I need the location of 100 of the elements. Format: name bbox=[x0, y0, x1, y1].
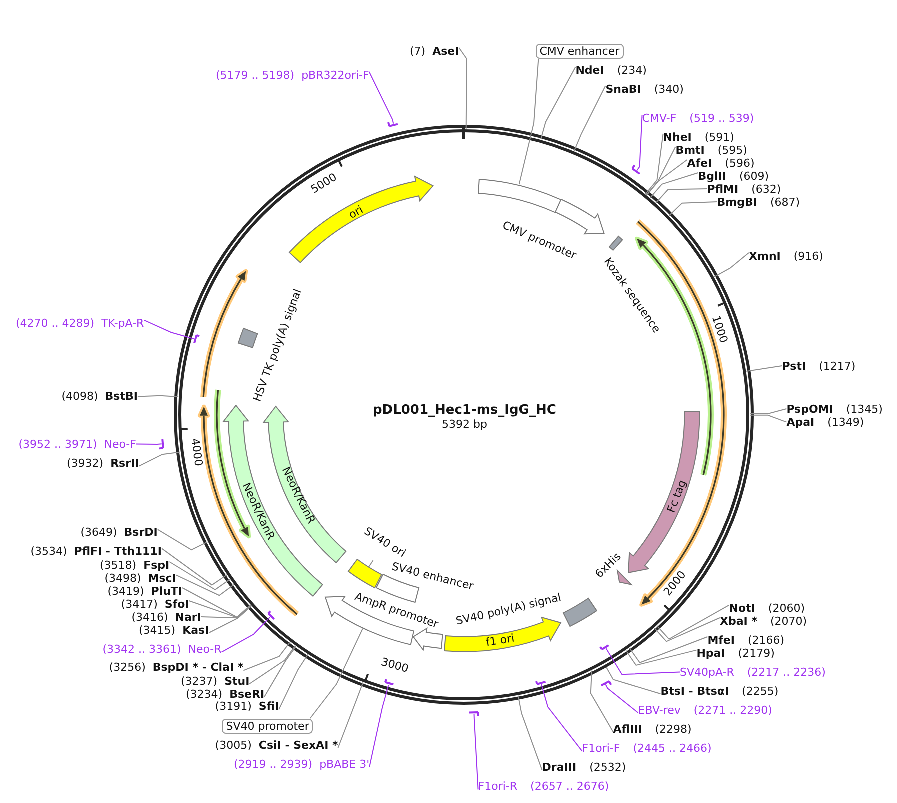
leader-line bbox=[750, 408, 788, 414]
enzyme-name: MscI bbox=[148, 572, 176, 585]
cut-position: (7) bbox=[410, 44, 426, 58]
primer-mark bbox=[534, 680, 547, 686]
feature-segment bbox=[477, 178, 564, 214]
leader-line bbox=[458, 48, 468, 130]
primer-mark bbox=[631, 164, 642, 176]
plasmid-name: pDL001_Hec1-ms_IgG_HC bbox=[373, 402, 556, 418]
cut-position: (2179) bbox=[738, 646, 775, 660]
leader-line bbox=[249, 646, 296, 684]
cut-position: (2070) bbox=[770, 614, 808, 628]
primer-position: (5179 .. 5198) bbox=[216, 68, 295, 82]
primer-position: (2217 .. 2236) bbox=[747, 666, 826, 679]
cut-position: (3534) bbox=[30, 545, 68, 558]
cut-position: (687) bbox=[770, 196, 800, 208]
feature-label: f1 ori bbox=[485, 631, 516, 649]
cut-position: (3005) bbox=[215, 738, 252, 752]
cut-position: (3237) bbox=[181, 674, 218, 688]
cut-position: (2255) bbox=[742, 684, 779, 698]
leader-line bbox=[144, 320, 194, 340]
enzyme-name: KasI bbox=[182, 624, 210, 636]
enzyme-name: XmnI bbox=[749, 250, 781, 262]
leader-line bbox=[188, 600, 252, 618]
enzyme-name: PflFI - Tth111I bbox=[74, 545, 162, 558]
leader-line bbox=[541, 684, 583, 752]
primer-name: pBR322ori-F bbox=[302, 68, 370, 82]
primer-mark bbox=[599, 644, 610, 651]
enzyme-name: AflIII bbox=[613, 722, 642, 736]
leader-line bbox=[278, 654, 309, 710]
leader-line bbox=[629, 636, 708, 664]
cut-position: (2532) bbox=[590, 760, 626, 774]
cut-position: (2060) bbox=[768, 602, 805, 615]
primer-name: F1ori-F bbox=[582, 742, 620, 755]
leader-line bbox=[540, 66, 576, 140]
primer-mark bbox=[192, 334, 201, 345]
leader-line bbox=[182, 588, 252, 618]
cut-position: (916) bbox=[794, 250, 824, 262]
enzyme-name: XbaI * bbox=[720, 614, 758, 628]
cut-position: (2298) bbox=[655, 722, 692, 736]
callout-label: CMV enhancer bbox=[536, 44, 624, 59]
leader-line bbox=[626, 650, 698, 666]
primer-position: (2919 .. 2939) bbox=[234, 758, 313, 770]
enzyme-name: BspDI * - ClaI * bbox=[152, 661, 244, 674]
cut-position: (3518) bbox=[100, 558, 137, 572]
enzyme-name: BstBI bbox=[105, 390, 138, 404]
leader-line bbox=[606, 667, 662, 694]
cut-position: (3256) bbox=[109, 661, 146, 674]
leader-line bbox=[714, 252, 750, 278]
plasmid-length: 5392 bp bbox=[442, 418, 488, 431]
leader-line bbox=[656, 188, 708, 204]
leader-line bbox=[208, 606, 252, 634]
enzyme-name: PstI bbox=[782, 360, 806, 372]
leader-line bbox=[368, 72, 394, 124]
enzyme-name: CsiI - SexAI * bbox=[258, 738, 338, 752]
cut-position: (632) bbox=[752, 182, 782, 196]
enzyme-name: BglII bbox=[698, 170, 727, 182]
cut-position: (595) bbox=[718, 144, 748, 156]
primer-position: (2271 .. 2290) bbox=[694, 704, 772, 716]
primer-name: pBABE 3' bbox=[320, 758, 370, 770]
enzyme-name: BsrDI bbox=[124, 526, 158, 540]
primer-mark bbox=[158, 438, 166, 450]
leader-line bbox=[368, 560, 374, 568]
enzyme-name: BtsI - BtsαI bbox=[660, 684, 730, 698]
enzyme-name: SnaBI bbox=[606, 82, 642, 96]
primer-name: F1ori-R bbox=[478, 780, 518, 794]
leader-line bbox=[656, 604, 730, 640]
cut-position: (591) bbox=[704, 130, 734, 144]
enzyme-name: AfeI bbox=[687, 156, 712, 170]
enzyme-name: HpaI bbox=[696, 646, 726, 660]
cut-position: (2166) bbox=[748, 634, 785, 646]
cut-position: (1345) bbox=[846, 402, 883, 416]
feature-segment bbox=[346, 558, 383, 590]
leader-line bbox=[474, 714, 479, 790]
scale-label: 1000 bbox=[709, 314, 731, 345]
enzyme-name: NotI bbox=[729, 602, 756, 615]
leader-line bbox=[646, 146, 676, 196]
cut-position: (4098) bbox=[62, 390, 98, 404]
callout-label: SV40 promoter bbox=[222, 718, 314, 734]
leader-line bbox=[645, 134, 664, 195]
primer-position: (2657 .. 2676) bbox=[530, 780, 610, 794]
leader-line bbox=[574, 86, 606, 152]
cut-position: (3932) bbox=[67, 456, 104, 470]
feature-label: ori bbox=[346, 203, 366, 222]
scale-label: 4000 bbox=[188, 438, 205, 468]
leader-line bbox=[243, 642, 291, 672]
feature-label: SV40 enhancer bbox=[390, 560, 476, 592]
primer-mark bbox=[384, 678, 395, 686]
enzyme-name: FspI bbox=[144, 558, 170, 572]
enzyme-name: MfeI bbox=[708, 634, 735, 646]
cut-position: (1349) bbox=[828, 416, 864, 429]
leader-line bbox=[646, 160, 688, 196]
cut-position: (3191) bbox=[215, 700, 252, 714]
cut-position: (3415) bbox=[139, 624, 176, 636]
leader-line bbox=[518, 695, 543, 771]
enzyme-name: SfiI bbox=[258, 700, 280, 714]
leader-line bbox=[668, 202, 718, 216]
enzyme-name: BmgBI bbox=[717, 196, 758, 208]
primer-mark bbox=[600, 680, 612, 687]
feature-label: Fc tag bbox=[664, 478, 689, 515]
leader-line bbox=[264, 646, 297, 698]
